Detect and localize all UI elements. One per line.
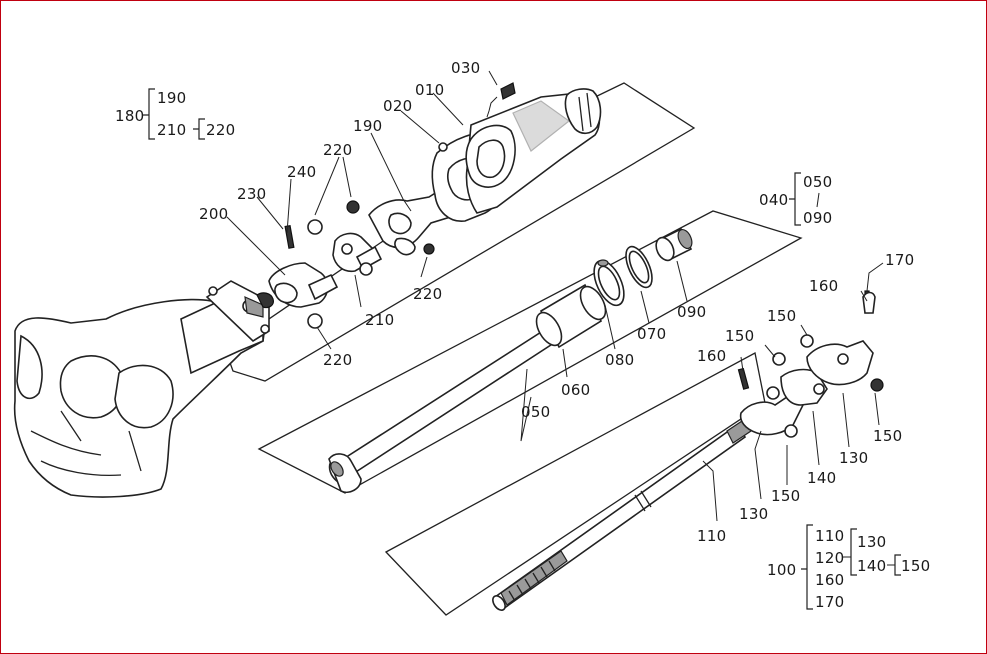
callout-labels: 030 010 020 190 220 240 230 200 210 220 … bbox=[199, 59, 915, 545]
callout-240: 240 bbox=[287, 163, 317, 181]
callout-210: 210 bbox=[365, 311, 395, 329]
legend-100-110: 110 bbox=[815, 527, 845, 545]
upper-shaft-panel bbox=[224, 82, 696, 382]
callout-160-right: 160 bbox=[809, 277, 839, 295]
legend-100-150: 150 bbox=[901, 557, 931, 575]
callout-200: 200 bbox=[199, 205, 229, 223]
callout-170: 170 bbox=[885, 251, 915, 269]
callout-150-top: 150 bbox=[767, 307, 797, 325]
callout-220-top: 220 bbox=[323, 141, 353, 159]
callout-140: 140 bbox=[807, 469, 837, 487]
legend-100-root: 100 bbox=[767, 561, 797, 579]
bushing-090 bbox=[655, 227, 693, 262]
callout-220-bottom: 220 bbox=[323, 351, 353, 369]
legend-100-130: 130 bbox=[857, 533, 887, 551]
callout-090: 090 bbox=[677, 303, 707, 321]
legend-180: 180 190 210 220 bbox=[115, 88, 236, 140]
leader-lines bbox=[226, 70, 884, 522]
legend-180-190: 190 bbox=[157, 89, 187, 107]
callout-010: 010 bbox=[415, 81, 445, 99]
callout-230: 230 bbox=[237, 185, 267, 203]
legend-040-090: 090 bbox=[803, 209, 833, 227]
sleeve-060 bbox=[535, 283, 607, 349]
axle-housing bbox=[13, 280, 274, 498]
legend-100-160: 160 bbox=[815, 571, 845, 589]
callout-220-mid: 220 bbox=[413, 285, 443, 303]
callout-050: 050 bbox=[521, 403, 551, 421]
callout-070: 070 bbox=[637, 325, 667, 343]
bolt-030 bbox=[486, 82, 516, 118]
callout-150-bottom: 150 bbox=[771, 487, 801, 505]
callout-110: 110 bbox=[697, 527, 727, 545]
legend-100: 100 110 120 160 170 130 140 150 bbox=[767, 524, 931, 611]
callout-150-right: 150 bbox=[873, 427, 903, 445]
steering-shaft-110 bbox=[492, 418, 752, 611]
legend-100-170: 170 bbox=[815, 593, 845, 611]
seal-080 bbox=[593, 259, 625, 307]
legend-180-220: 220 bbox=[206, 121, 236, 139]
callout-080: 080 bbox=[605, 351, 635, 369]
callout-030: 030 bbox=[451, 59, 481, 77]
legend-180-210: 210 bbox=[157, 121, 187, 139]
lower-universal-joint bbox=[737, 290, 884, 438]
legend-100-140: 140 bbox=[857, 557, 887, 575]
callout-150-mid: 150 bbox=[725, 327, 755, 345]
legend-100-120: 120 bbox=[815, 549, 845, 567]
callout-190: 190 bbox=[353, 117, 383, 135]
callout-160-left: 160 bbox=[697, 347, 727, 365]
legend-040-root: 040 bbox=[759, 191, 789, 209]
legend-040-050: 050 bbox=[803, 173, 833, 191]
callout-130-left: 130 bbox=[739, 505, 769, 523]
legend-180-root: 180 bbox=[115, 107, 145, 125]
legend-040: 040 050 090 bbox=[759, 172, 833, 227]
callout-020: 020 bbox=[383, 97, 413, 115]
callout-130-right: 130 bbox=[839, 449, 869, 467]
callout-060: 060 bbox=[561, 381, 591, 399]
bevel-housing bbox=[465, 88, 602, 214]
snap-ring-070 bbox=[625, 245, 653, 289]
middle-shaft-panel bbox=[257, 210, 803, 494]
